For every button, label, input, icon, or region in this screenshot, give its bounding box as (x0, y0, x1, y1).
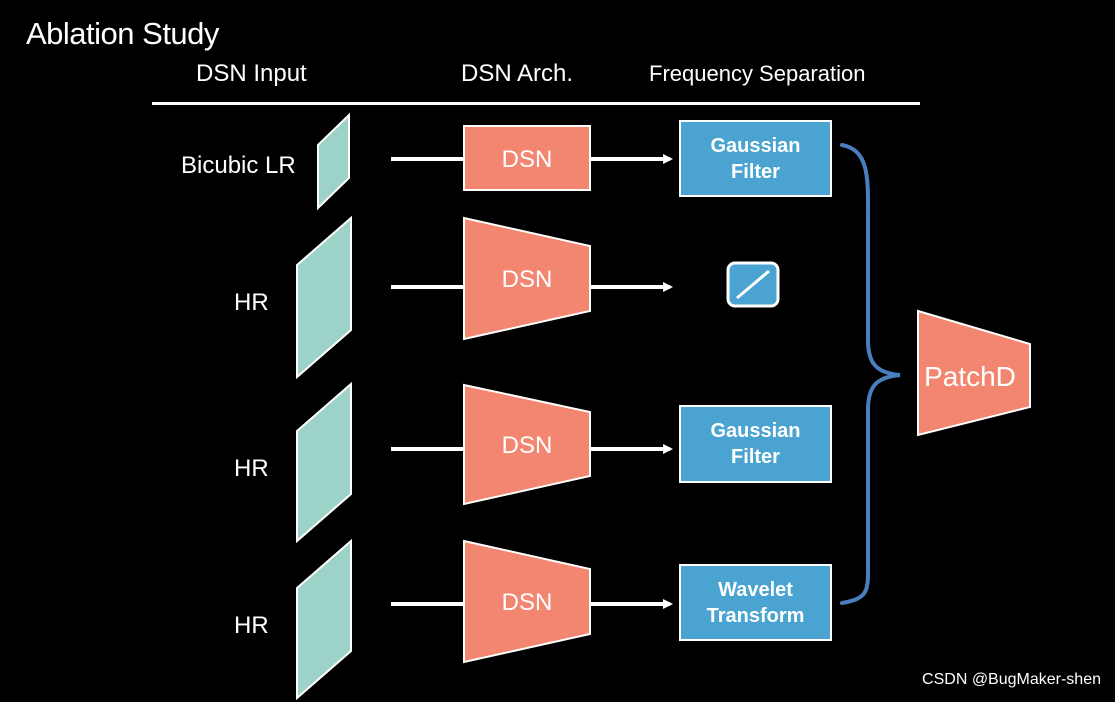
header-dsn-arch: DSN Arch. (461, 60, 574, 87)
dsn-label-4: DSN (502, 589, 553, 616)
row-input-label-2: HR (234, 289, 269, 316)
dsn-block-2 (463, 216, 591, 341)
slash-square-icon (726, 261, 780, 308)
patchd-label: PatchD (924, 361, 1016, 392)
header-divider (152, 102, 920, 105)
input-hr-parallelogram-3 (296, 381, 352, 544)
patchd-block (917, 309, 1031, 437)
slide-title: Ablation Study (26, 16, 219, 51)
dsn-label-1: DSN (502, 146, 553, 173)
input-hr-parallelogram-4 (296, 538, 352, 701)
freq-box-line2: Transform (706, 604, 805, 627)
input-hr-parallelogram-2 (296, 215, 352, 380)
gaussian-filter-box-1: Gaussian Filter (679, 120, 832, 197)
input-lr-parallelogram (317, 112, 350, 211)
header-dsn-input: DSN Input (196, 60, 307, 87)
dsn-label-3: DSN (502, 432, 553, 459)
freq-box-line2: Filter (731, 446, 780, 468)
freq-box-line1: Wavelet (718, 578, 793, 601)
dsn-block-1 (463, 125, 591, 191)
header-frequency-separation: Frequency Separation (649, 61, 866, 86)
dsn-label-2: DSN (502, 266, 553, 293)
merge-brace (840, 143, 901, 605)
wavelet-transform-box: Wavelet Transform (679, 564, 832, 641)
dsn-block-3 (463, 383, 591, 506)
freq-box-line1: Gaussian (710, 420, 801, 442)
row-input-label-1: Bicubic LR (181, 152, 296, 179)
gaussian-filter-box-2: Gaussian Filter (679, 405, 832, 483)
row-input-label-3: HR (234, 455, 269, 482)
row-input-label-4: HR (234, 612, 269, 639)
dsn-block-4 (463, 539, 591, 664)
freq-box-line2: Filter (731, 160, 780, 183)
watermark: CSDN @BugMaker-shen (922, 671, 1101, 688)
freq-box-line1: Gaussian (710, 134, 801, 157)
